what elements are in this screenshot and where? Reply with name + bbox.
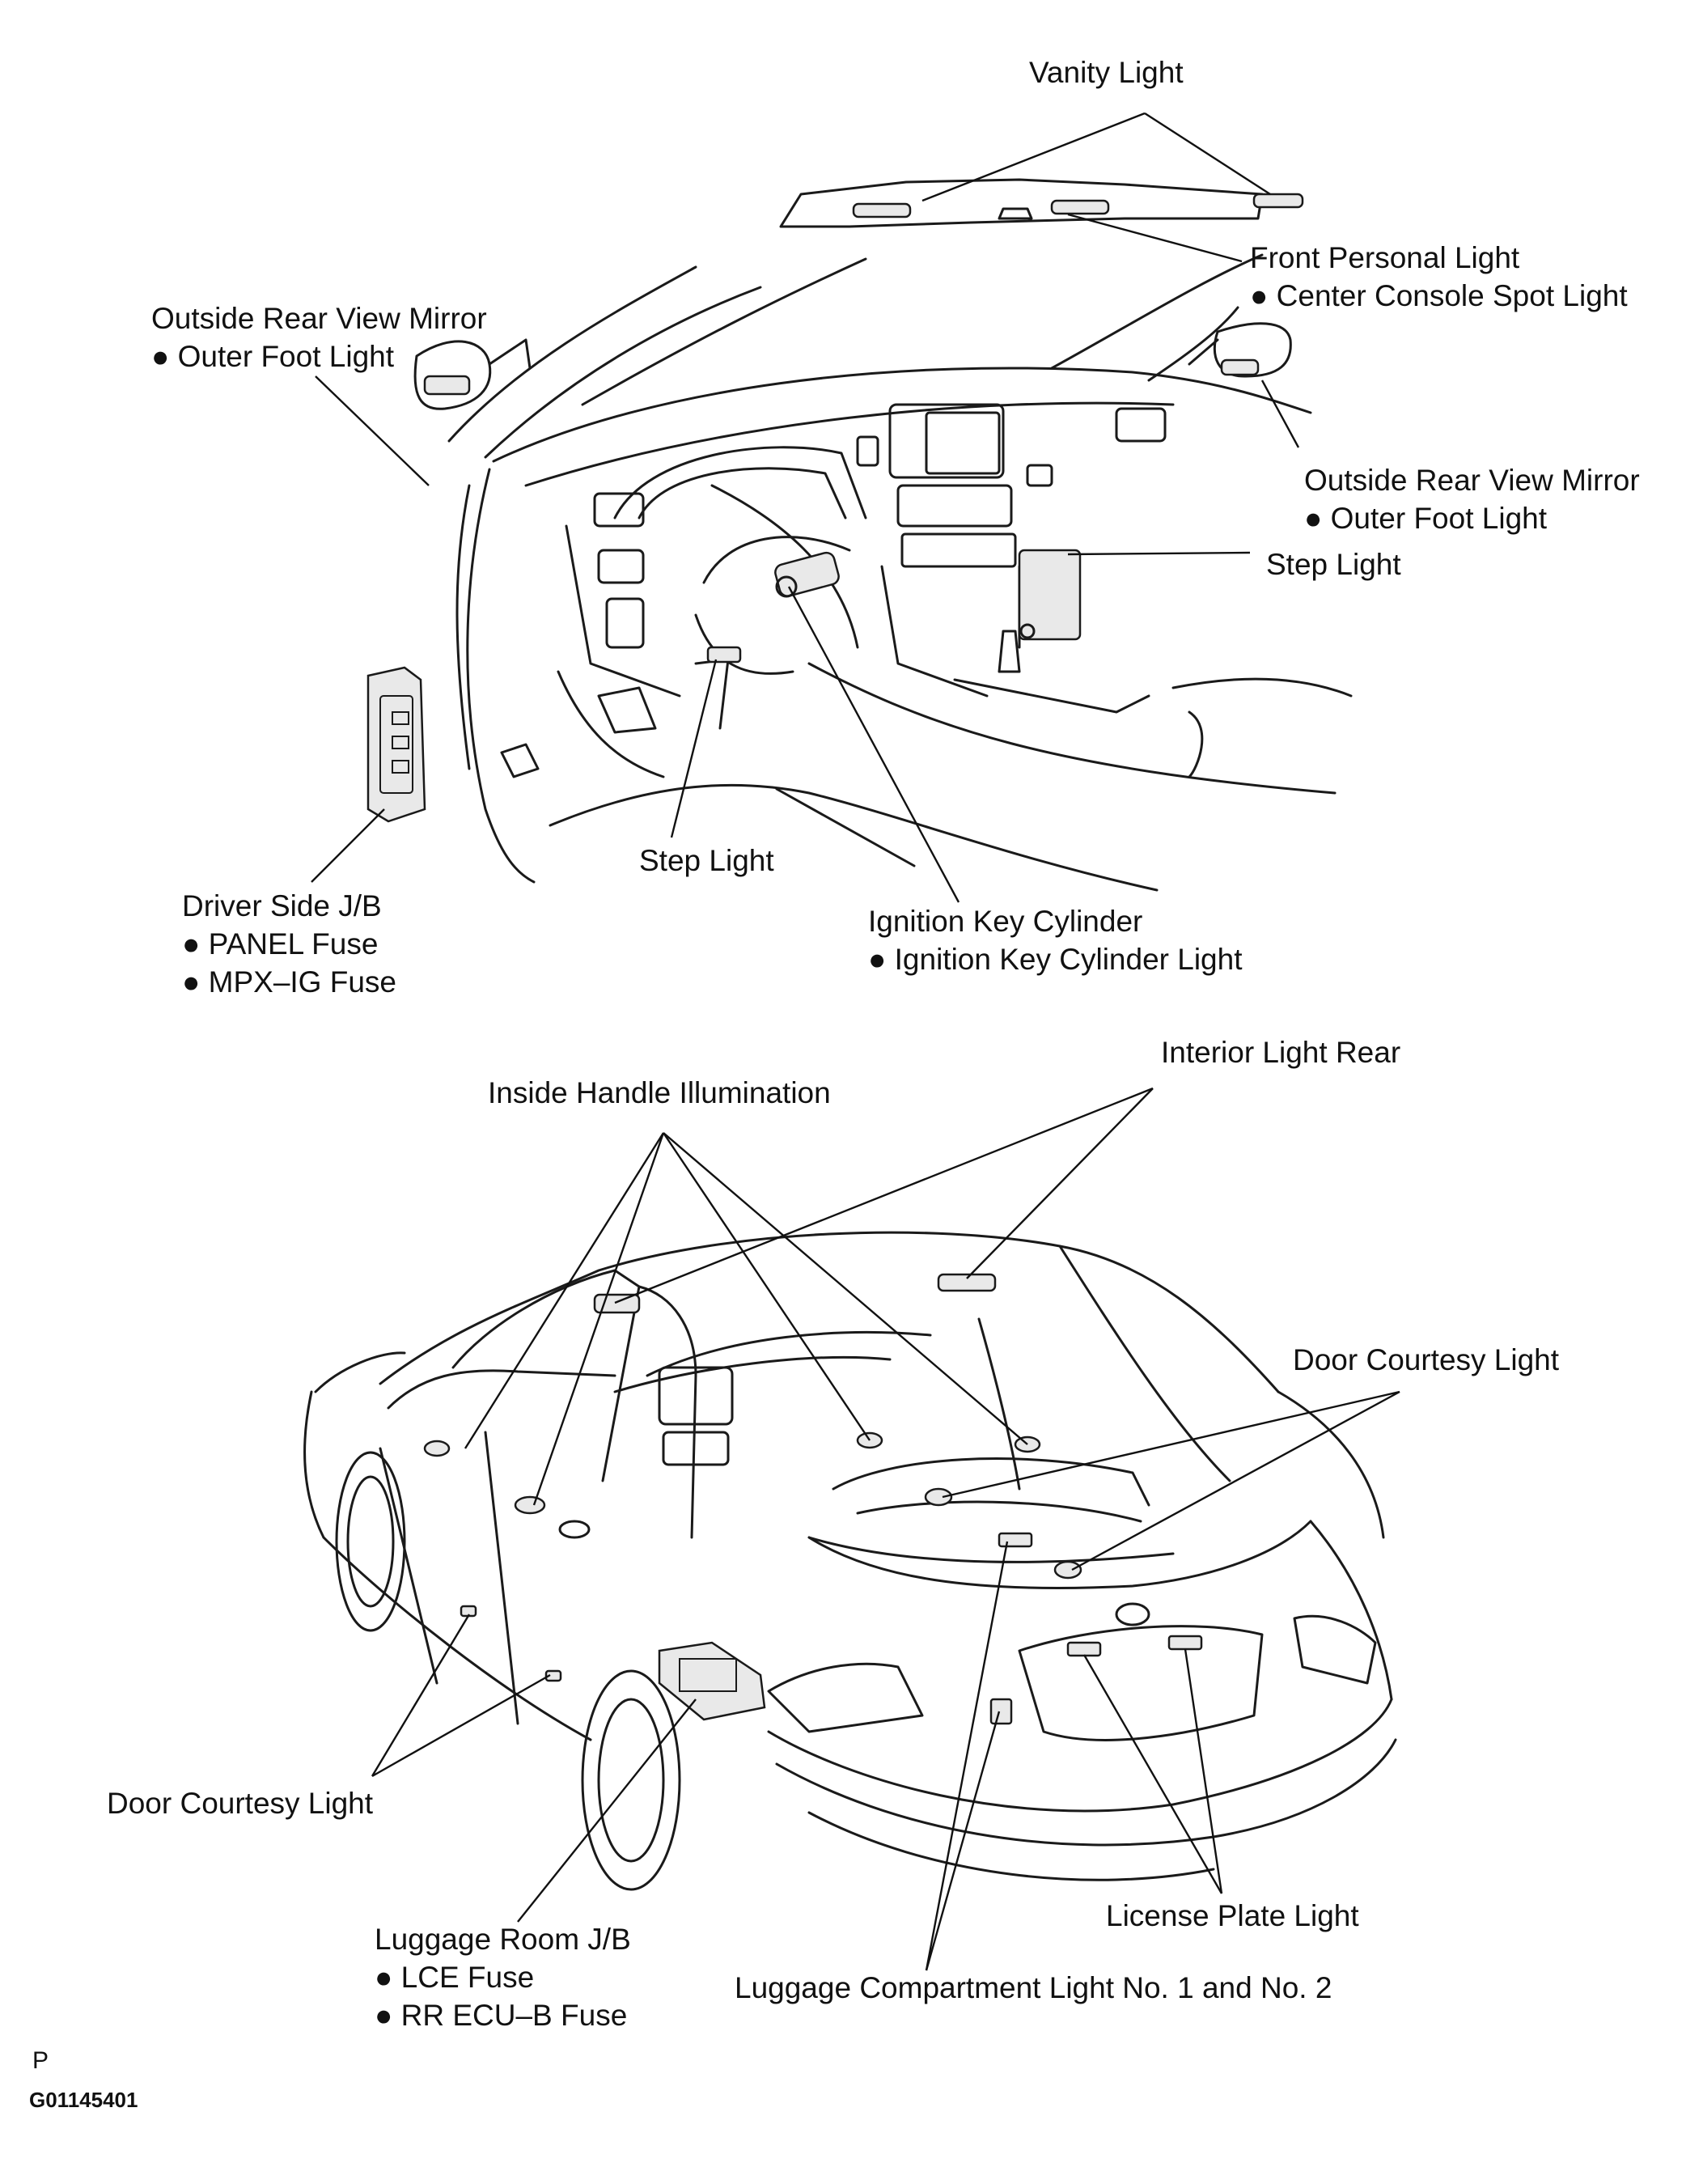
label-panel-fuse: ● PANEL Fuse [182,927,379,961]
bullet-icon: ● [182,965,201,999]
label-lce-fuse: ● LCE Fuse [375,1961,535,1994]
bullet-icon: ● [375,1961,393,1994]
label-luggage-room-jb: Luggage Room J/B ● LCE Fuse ● RR ECU–B F… [375,1920,631,2034]
left-mirror-illustration [413,338,532,410]
overhead-console-illustration [779,178,1304,228]
bullet-icon: ● [1250,279,1269,312]
label-license-plate-light: License Plate Light [1106,1899,1359,1932]
dashboard-illustration [447,253,1353,892]
label-ignition-key-cylinder: Ignition Key Cylinder ● Ignition Key Cyl… [868,902,1243,978]
bullet-icon: ● [1304,502,1323,535]
label-door-courtesy-light-right: Door Courtesy Light [1293,1343,1560,1376]
label-outer-foot-light-left: ● Outer Foot Light [151,340,395,373]
label-inside-handle-illumination: Inside Handle Illumination [488,1076,831,1109]
label-outside-mirror-left: Outside Rear View Mirror ● Outer Foot Li… [151,299,487,375]
driver-side-jb-illustration [366,666,426,823]
bullet-icon: ● [151,340,170,373]
label-interior-light-rear: Interior Light Rear [1161,1036,1401,1069]
label-front-personal-light: Front Personal Light ● Center Console Sp… [1250,239,1628,315]
label-luggage-compartment-light: Luggage Compartment Light No. 1 and No. … [735,1971,1332,2004]
label-outer-foot-light-right: ● Outer Foot Light [1304,502,1548,535]
right-mirror-illustration [1188,322,1292,378]
label-step-light-right: Step Light [1266,548,1401,581]
bullet-icon: ● [182,927,201,961]
bullet-icon: ● [868,943,887,976]
label-vanity-light: Vanity Light [1029,56,1184,89]
label-mpx-ig-fuse: ● MPX–IG Fuse [182,965,396,999]
label-rr-ecu-b-fuse: ● RR ECU–B Fuse [375,1999,628,2032]
label-door-courtesy-light-left: Door Courtesy Light [107,1787,374,1820]
label-outside-mirror-right: Outside Rear View Mirror ● Outer Foot Li… [1304,461,1640,537]
top-leader-lines [311,112,1300,903]
label-step-light-center: Step Light [639,844,774,877]
label-center-console-spot-light: ● Center Console Spot Light [1250,279,1628,312]
label-driver-side-jb: Driver Side J/B ● PANEL Fuse ● MPX–IG Fu… [182,887,396,1001]
car-body-illustration [303,1231,1397,1891]
bullet-icon: ● [375,1999,393,2032]
figure-id: G01145401 [29,2088,138,2112]
label-ignition-key-cylinder-light: ● Ignition Key Cylinder Light [868,943,1243,976]
bottom-leader-lines [371,1087,1400,1971]
footer-code-letter: P [32,2047,49,2074]
